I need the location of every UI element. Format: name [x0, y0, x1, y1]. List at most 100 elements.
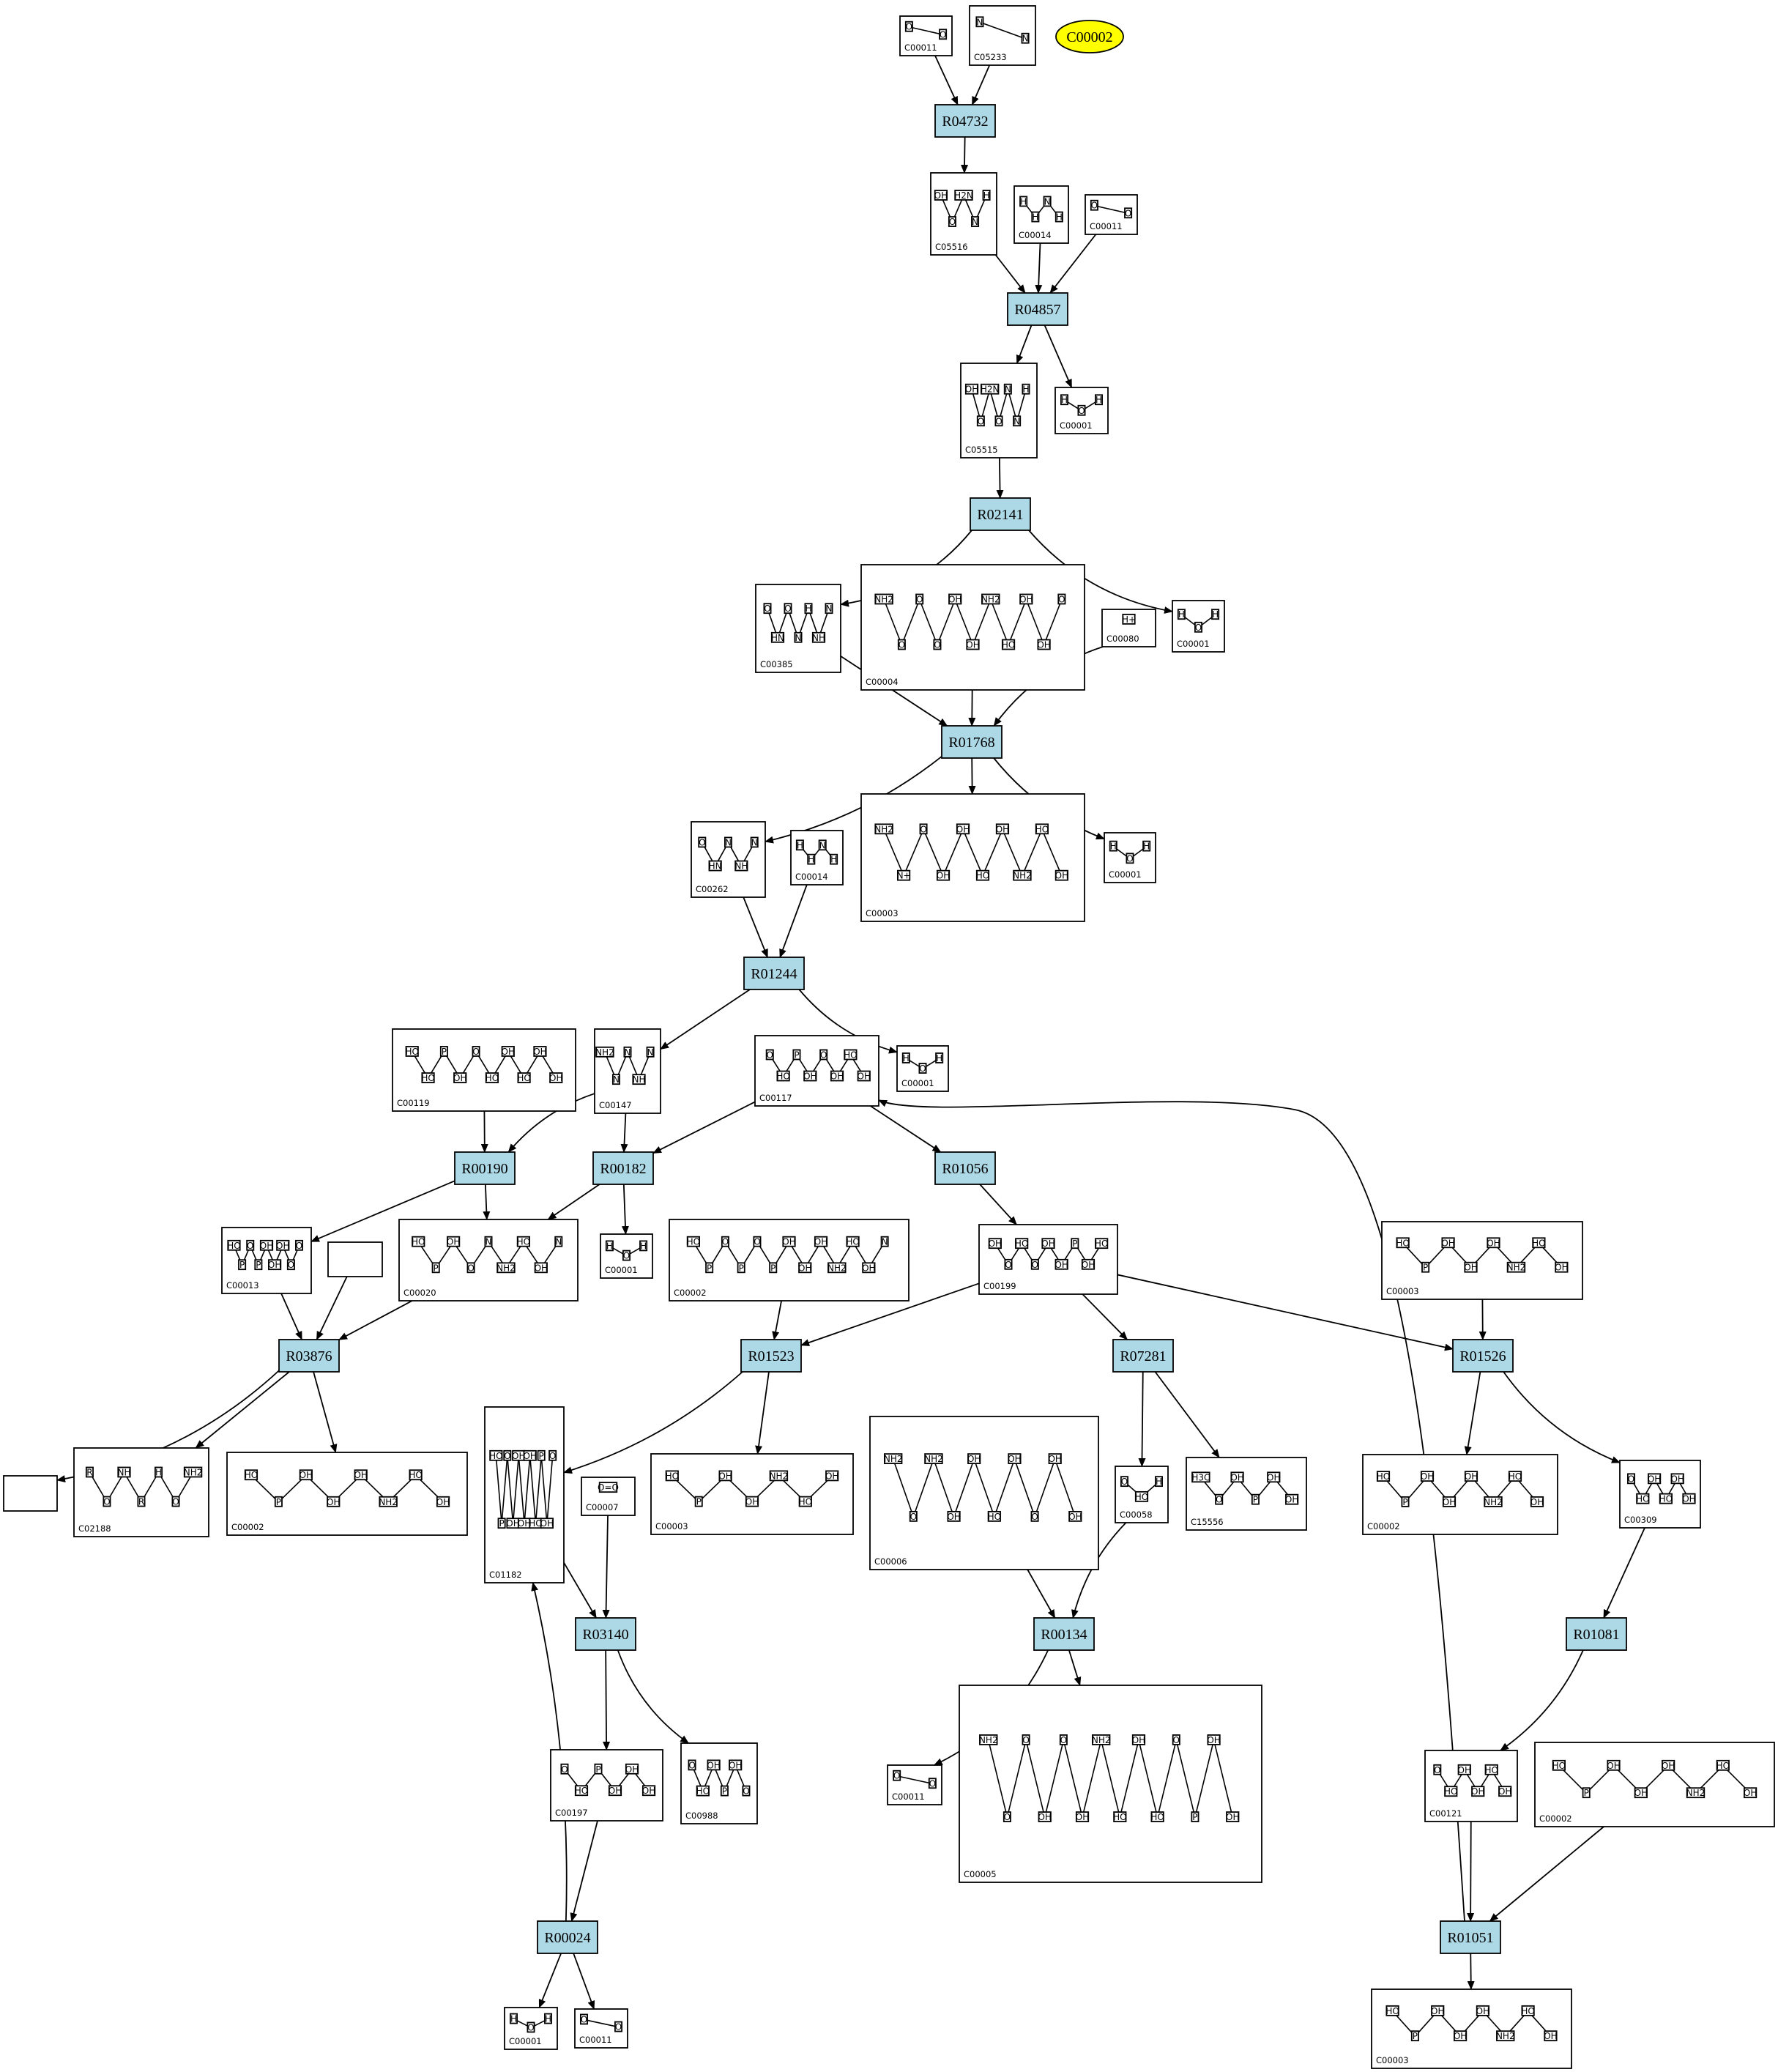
compound-node-c00080[interactable]: H+C00080: [1101, 609, 1156, 647]
atom-label: OH: [707, 1760, 720, 1770]
compound-id: C00001: [901, 1078, 934, 1088]
compound-node-blank[interactable]: [327, 1241, 383, 1277]
atom-label: OH: [1076, 1812, 1089, 1822]
compound-id: C00005: [964, 1869, 997, 1879]
reaction-node-r01526[interactable]: R01526: [1452, 1339, 1514, 1373]
out-edge-r04732-c05516: [961, 136, 969, 174]
atom-label: NH2: [1507, 1263, 1526, 1273]
atom-label: NH2: [1484, 1497, 1503, 1507]
compound-id: C00006: [874, 1556, 907, 1567]
reaction-node-r01051[interactable]: R01051: [1440, 1920, 1501, 1954]
reaction-node-r04732[interactable]: R04732: [934, 104, 996, 138]
reaction-node-r01056[interactable]: R01056: [934, 1151, 996, 1185]
atom-label: N: [725, 837, 732, 847]
atom-label: NH2: [1496, 2031, 1515, 2041]
in-edge-r00134-c00006: [1027, 1569, 1056, 1619]
atom-label: OH: [518, 1518, 531, 1529]
reaction-node-r00190[interactable]: R00190: [454, 1151, 516, 1185]
compound-id: C00002: [674, 1288, 707, 1298]
out-edge-r01523-c00003: [755, 1371, 770, 1455]
reaction-node-r00134[interactable]: R00134: [1033, 1617, 1095, 1651]
out-edge-r00024-c00011: [573, 1953, 595, 2010]
atom-label: H+: [1122, 614, 1136, 625]
reaction-node-r03876[interactable]: R03876: [278, 1339, 340, 1373]
reaction-node-r03140[interactable]: R03140: [575, 1617, 636, 1651]
atom-label: OH: [1441, 1238, 1454, 1248]
atom-label: OH: [327, 1497, 340, 1507]
atom-label: OH: [1055, 871, 1068, 881]
reaction-label: R04857: [1014, 302, 1060, 318]
reaction-node-r04857[interactable]: R04857: [1007, 292, 1068, 326]
atom-label: P: [276, 1497, 281, 1507]
compound-node-blank[interactable]: [3, 1475, 58, 1512]
atom-label: OH: [533, 1047, 546, 1057]
atom-label: OH: [1068, 1512, 1082, 1522]
atom-label: OH: [830, 1072, 844, 1082]
reaction-node-r02141[interactable]: R02141: [970, 497, 1031, 531]
atom-label: O: [934, 640, 940, 650]
reaction-node-r01768[interactable]: R01768: [941, 725, 1003, 759]
reaction-node-r07281[interactable]: R07281: [1112, 1339, 1174, 1373]
query-compound-node[interactable]: C00002: [1055, 20, 1124, 53]
compound-id: C02188: [78, 1523, 111, 1534]
compound-id: C00020: [403, 1288, 436, 1298]
out-edge-r01081-c00121: [1500, 1649, 1584, 1751]
compound-id: C00121: [1429, 1808, 1462, 1819]
atom-label: OH: [862, 1263, 875, 1273]
reaction-node-r01081[interactable]: R01081: [1566, 1617, 1627, 1651]
reaction-node-r00024[interactable]: R00024: [537, 1920, 598, 1954]
atom-label: HO: [1113, 1812, 1126, 1822]
reaction-node-r01523[interactable]: R01523: [740, 1339, 802, 1373]
reaction-node-r01244[interactable]: R01244: [743, 957, 805, 990]
in-edge-r04857-c05516: [994, 254, 1026, 294]
atom-label: OH: [729, 1760, 742, 1770]
reaction-node-r00182[interactable]: R00182: [592, 1151, 654, 1185]
atom-label: N: [647, 1047, 654, 1058]
atom-label: OH: [1048, 1454, 1061, 1464]
atom-label: O: [504, 1451, 510, 1461]
